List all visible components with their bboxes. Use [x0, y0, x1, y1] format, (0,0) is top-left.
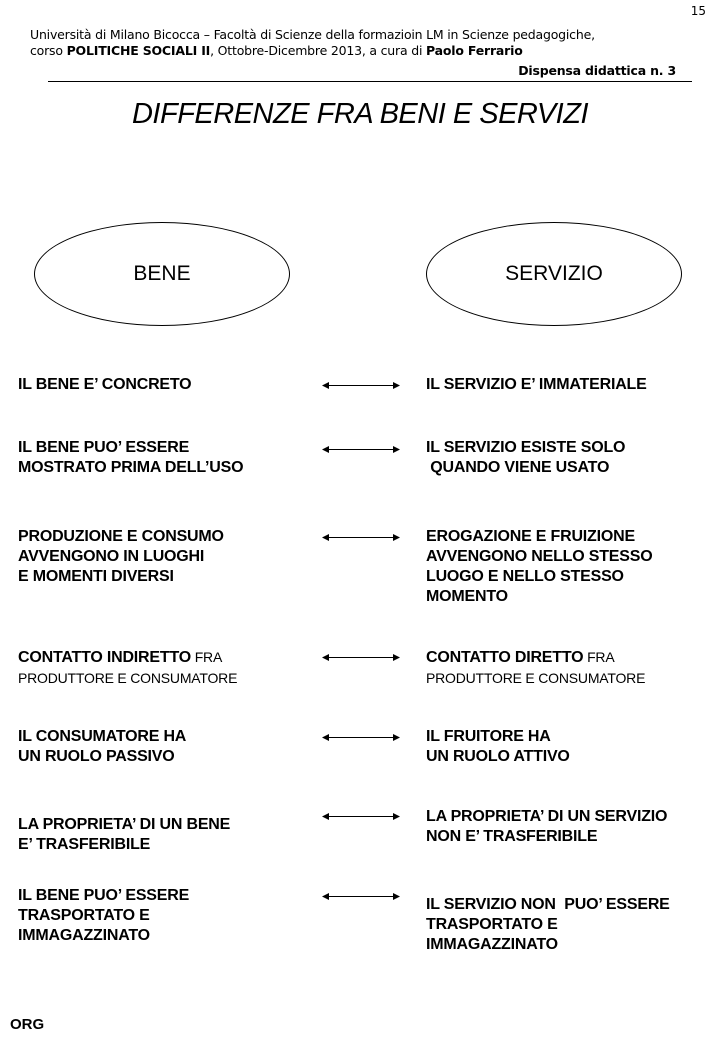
text-line: PRODUZIONE E CONSUMO [18, 528, 224, 545]
header-rule [48, 81, 692, 82]
left-text: IL BENE E’ CONCRETO [18, 375, 192, 395]
page-number: 15 [690, 4, 706, 18]
ellipse-label: SERVIZIO [505, 262, 603, 285]
ellipse-servizio: SERVIZIO [426, 222, 682, 326]
left-text: IL CONSUMATORE HA UN RUOLO PASSIVO [18, 727, 186, 767]
text-line: IL SERVIZIO ESISTE SOLO [426, 439, 626, 456]
text-line: LUOGO E NELLO STESSO [426, 568, 624, 585]
header-line-2: corso POLITICHE SOCIALI II, Ottobre-Dice… [30, 43, 523, 58]
course-name: POLITICHE SOCIALI II [66, 43, 211, 58]
text-line: MOMENTO [426, 588, 508, 605]
bold-text: CONTATTO INDIRETTO [18, 649, 191, 666]
double-arrow-icon [322, 529, 400, 541]
normal-text: FRA [583, 649, 615, 665]
text-line: IL SERVIZIO NON PUO’ ESSERE [426, 896, 670, 913]
text-line: UN RUOLO ATTIVO [426, 748, 570, 765]
ellipse-label: BENE [133, 262, 191, 285]
text-line: IL FRUITORE HA [426, 728, 551, 745]
left-text: CONTATTO INDIRETTO FRA PRODUTTORE E CONSU… [18, 647, 237, 688]
text-line: IL BENE E’ CONCRETO [18, 376, 192, 393]
text-line: IL CONSUMATORE HA [18, 728, 187, 745]
page-title: DIFFERENZE FRA BENI E SERVIZI [131, 98, 589, 130]
right-text: IL FRUITORE HA UN RUOLO ATTIVO [426, 727, 570, 767]
header-text: corso [30, 43, 67, 58]
text-line: IL BENE PUO’ ESSERE [18, 439, 190, 456]
text-line: IMMAGAZZINATO [18, 927, 150, 944]
right-text: IL SERVIZIO E’ IMMATERIALE [426, 375, 647, 395]
text-line: AVVENGONO NELLO STESSO [426, 548, 653, 565]
text-line: QUANDO VIENE USATO [426, 459, 610, 476]
footer-label: ORG [10, 1016, 45, 1033]
text-line: IMMAGAZZINATO [426, 936, 558, 953]
right-text: IL SERVIZIO NON PUO’ ESSERE TRASPORTATO E… [426, 895, 670, 955]
left-text: IL BENE PUO’ ESSERE TRASPORTATO E IMMAGAZZ… [18, 886, 189, 946]
header-text: , Ottobre-Dicembre 2013, a cura di [210, 43, 426, 58]
double-arrow-icon [322, 729, 400, 741]
text-line: EROGAZIONE E FRUIZIONE [426, 528, 635, 545]
ellipse-bene: BENE [34, 222, 290, 326]
text-line: TRASPORTATO E [426, 916, 558, 933]
double-arrow-icon [322, 888, 400, 900]
text-line: PRODUTTORE E CONSUMATORE [18, 670, 238, 686]
text-line: UN RUOLO PASSIVO [18, 748, 175, 765]
text-line: IL SERVIZIO E’ IMMATERIALE [426, 376, 647, 393]
double-arrow-icon [322, 377, 400, 389]
left-text: PRODUZIONE E CONSUMO AVVENGONO IN LUOGHI E… [18, 527, 224, 587]
text-line: E MOMENTI DIVERSI [18, 568, 174, 585]
author-name: Paolo Ferrario [426, 43, 523, 58]
normal-text: FRA [191, 649, 223, 665]
right-text: LA PROPRIETA’ DI UN SERVIZIO NON E’ TRASF… [426, 807, 667, 847]
text-line: NON E’ TRASFERIBILE [426, 828, 598, 845]
text-line: LA PROPRIETA’ DI UN BENE [18, 816, 231, 833]
left-text: LA PROPRIETA’ DI UN BENE E’ TRASFERIBILE [18, 815, 230, 855]
double-arrow-icon [322, 808, 400, 820]
dispensa-label: Dispensa didattica n. 3 [518, 63, 676, 78]
text-line: LA PROPRIETA’ DI UN SERVIZIO [426, 808, 668, 825]
right-text: EROGAZIONE E FRUIZIONE AVVENGONO NELLO ST… [426, 527, 653, 607]
text-line: AVVENGONO IN LUOGHI [18, 548, 205, 565]
text-line: CONTATTO DIRETTO FRA [426, 647, 645, 668]
double-arrow-icon [322, 649, 400, 661]
text-line: PRODUTTORE E CONSUMATORE [426, 670, 646, 686]
bold-text: CONTATTO DIRETTO [426, 649, 584, 666]
text-line: TRASPORTATO E [18, 907, 150, 924]
text-line: MOSTRATO PRIMA DELL’USO [18, 459, 244, 476]
header-line-1: Università di Milano Bicocca – Facoltà d… [30, 27, 595, 42]
text-line: E’ TRASFERIBILE [18, 836, 151, 853]
text-line: CONTATTO INDIRETTO FRA [18, 647, 237, 668]
right-text: IL SERVIZIO ESISTE SOLO QUANDO VIENE USA… [426, 438, 626, 478]
text-line: IL BENE PUO’ ESSERE [18, 887, 190, 904]
left-text: IL BENE PUO’ ESSERE MOSTRATO PRIMA DELL’U… [18, 438, 244, 478]
right-text: CONTATTO DIRETTO FRA PRODUTTORE E CONSUMA… [426, 647, 645, 688]
double-arrow-icon [322, 441, 400, 453]
